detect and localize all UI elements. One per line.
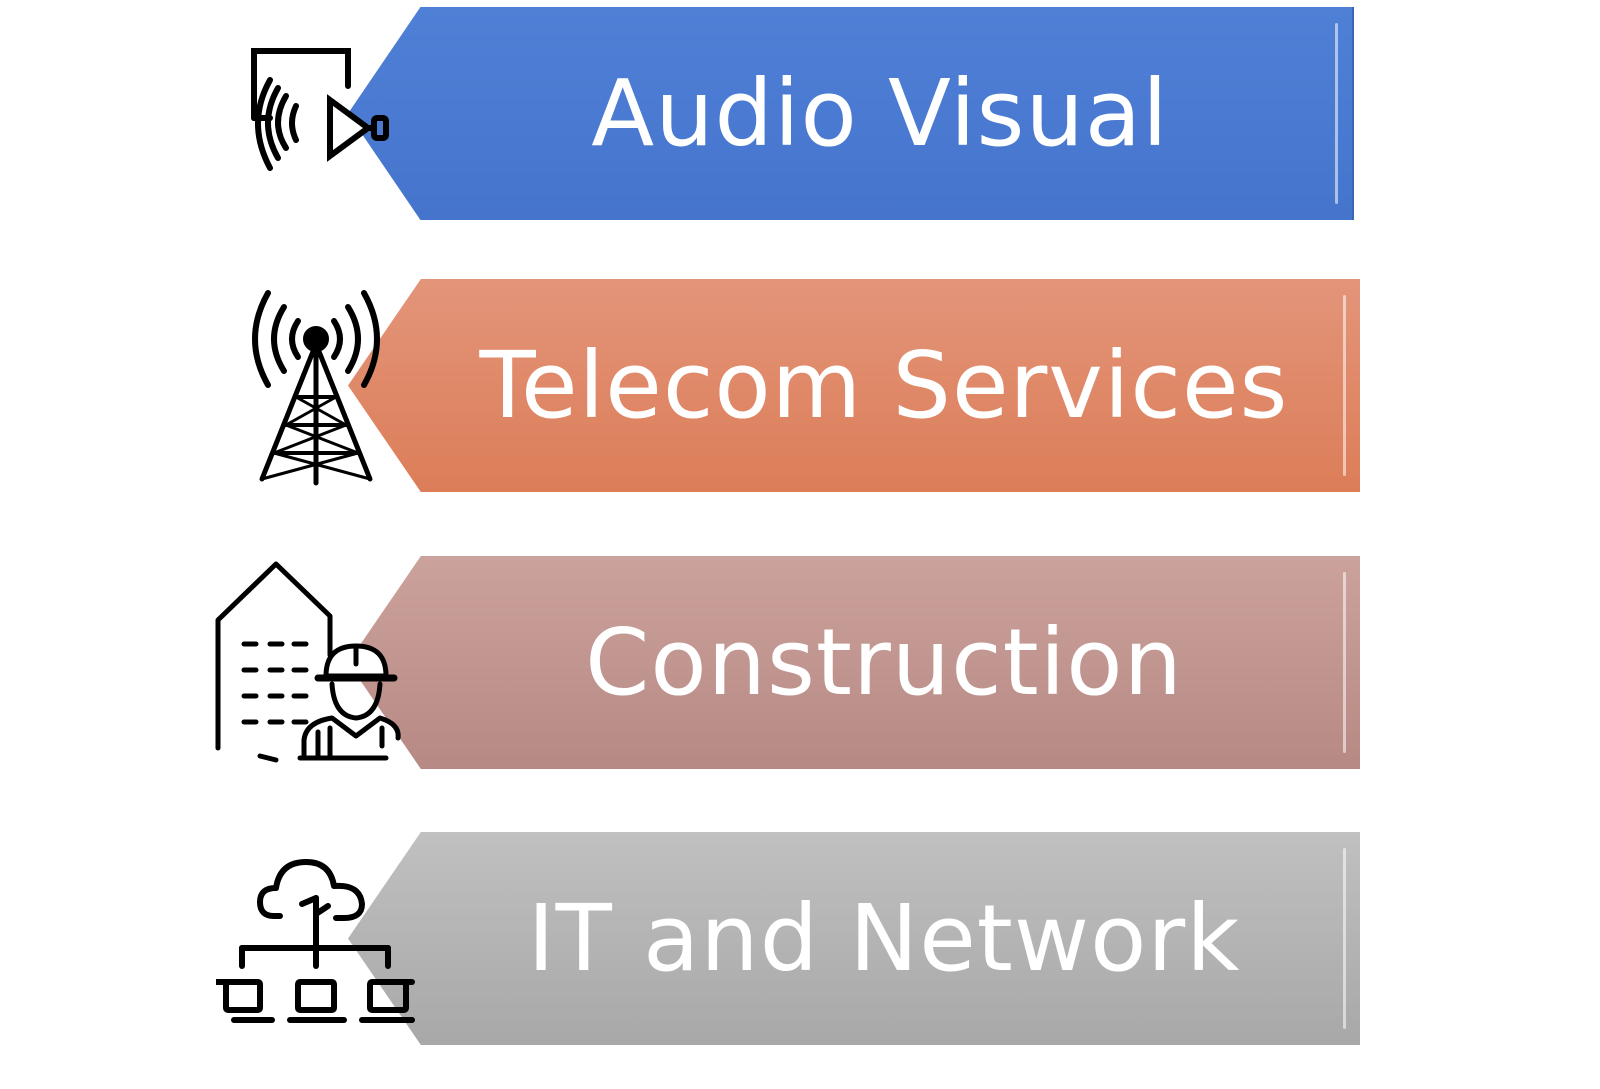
- telecom-services-label: Telecom Services: [479, 332, 1289, 439]
- construction-label: Construction: [585, 609, 1183, 716]
- audio-visual-label: Audio Visual: [591, 60, 1169, 167]
- construction-worker-building-icon: [214, 560, 414, 765]
- audio-visual-tag: Audio Visual: [348, 7, 1354, 220]
- antenna-tower-icon: [248, 287, 388, 487]
- audio-visual-icon: [248, 48, 398, 183]
- it-network-label: IT and Network: [527, 885, 1241, 992]
- telecom-services-tag: Telecom Services: [348, 279, 1360, 492]
- cloud-network-icon: [216, 852, 416, 1032]
- construction-tag: Construction: [348, 556, 1360, 769]
- it-network-tag: IT and Network: [348, 832, 1360, 1045]
